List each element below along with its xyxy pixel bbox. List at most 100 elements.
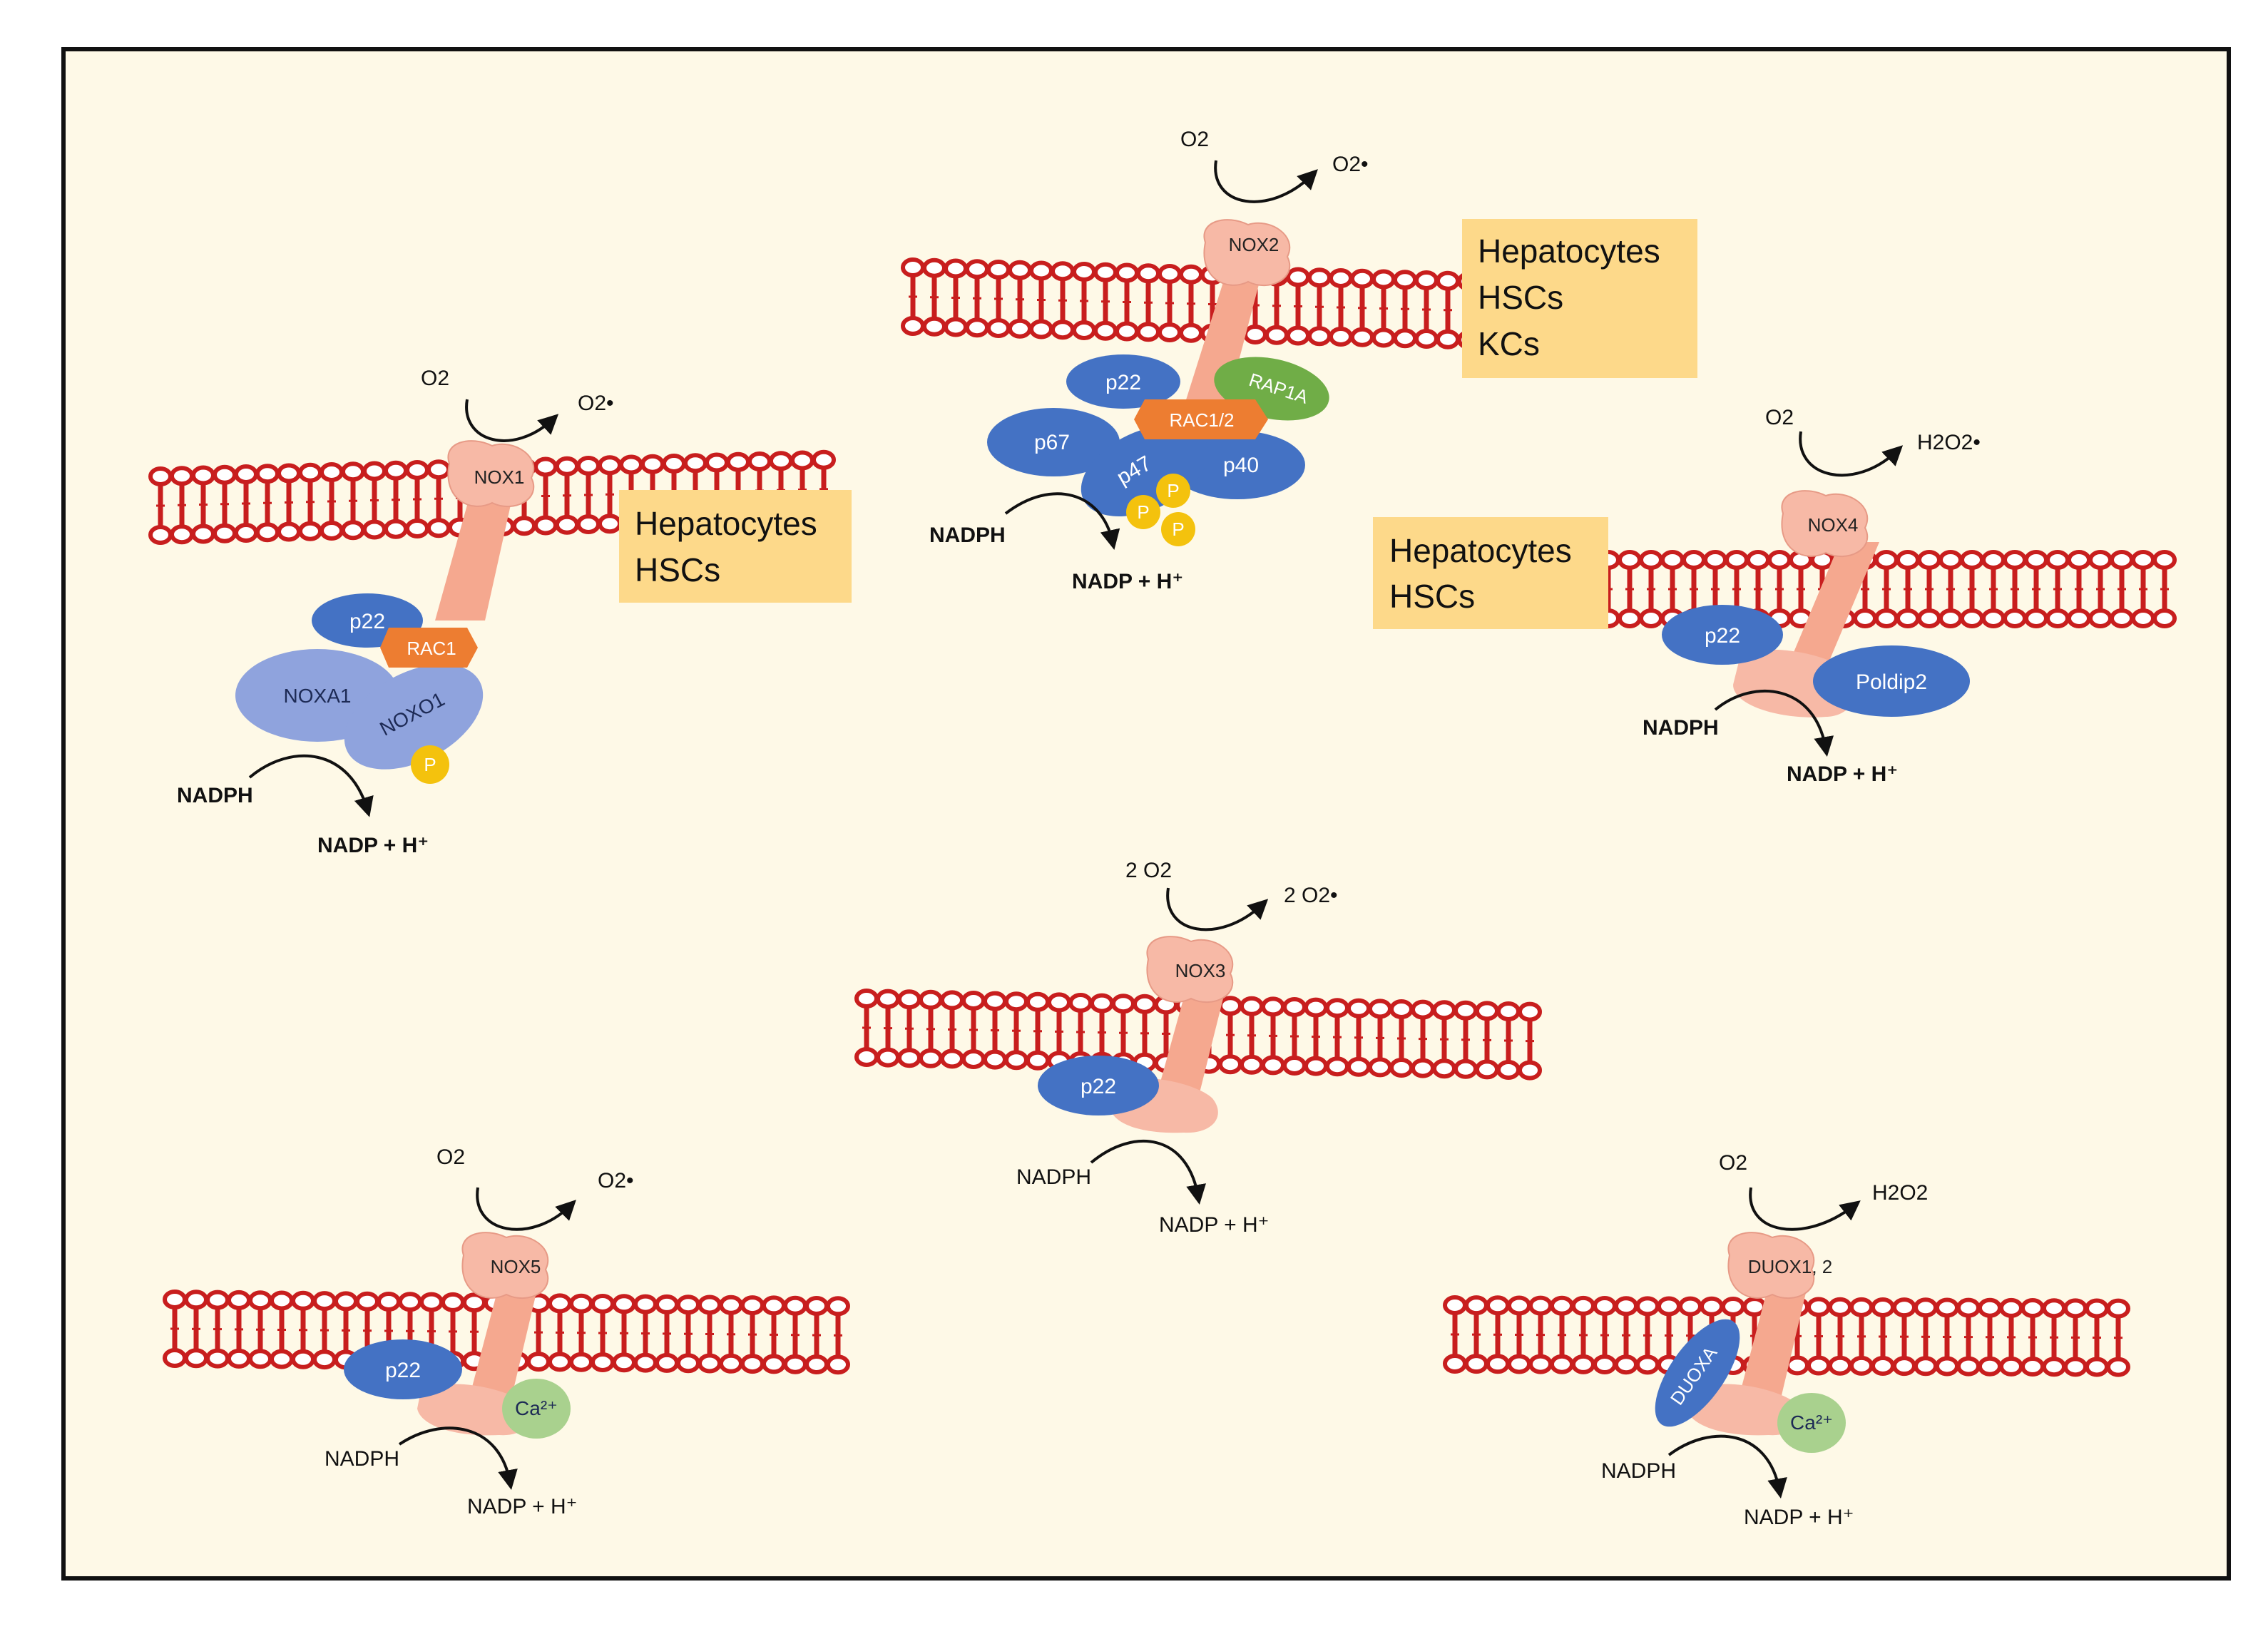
- nox1-o2: O2: [421, 367, 449, 390]
- nox2-nadph: NADPH: [929, 524, 1006, 547]
- nox3-complex: NOX3 2 O2 2 O2• p22 NADPH NADP + H⁺: [854, 859, 1542, 1237]
- duox-nadph-arrow: [1667, 1434, 1787, 1499]
- nox1-cell-2: HSCs: [635, 551, 720, 588]
- nox1-enzyme-body: [447, 440, 535, 507]
- nox2-phospho-1: [1156, 474, 1190, 508]
- nox4-cell-2: HSCs: [1389, 578, 1475, 615]
- nox3-p22: [1038, 1056, 1159, 1115]
- nox2-cell-box: [1462, 219, 1697, 378]
- nox1-nadph-arrow: [248, 754, 374, 817]
- nox3-nadph-arrow: [1090, 1140, 1206, 1205]
- nox4-nadp: NADP + H⁺: [1787, 762, 1898, 786]
- nox1-phospho-label: P: [424, 754, 436, 775]
- nox3-enzyme-label: NOX3: [1175, 960, 1226, 981]
- nox2-nadp: NADP + H⁺: [1072, 570, 1183, 593]
- nox2-phospho-2: [1126, 495, 1160, 529]
- nox4-p22: [1662, 605, 1783, 665]
- nox3-enzyme-body: [1146, 936, 1234, 1003]
- duox-nadph: NADPH: [1601, 1459, 1676, 1483]
- nox1-noxo1: [344, 664, 484, 770]
- nox2-p22-label: p22: [1105, 371, 1141, 394]
- nox3-p22-label: p22: [1081, 1075, 1116, 1098]
- nox5-nadp: NADP + H⁺: [467, 1495, 578, 1518]
- nox4-enzyme-body: [1781, 490, 1869, 557]
- nox1-rac-label: RAC1: [407, 638, 456, 659]
- nox3-nadp: NADP + H⁺: [1159, 1213, 1270, 1237]
- nox1-complex: NOX1 O2 O2• NOXA1 NOXO1 P p22 RAC1 NADPH…: [148, 367, 852, 857]
- nox5-o2-arrow: [476, 1187, 576, 1231]
- nox2-rac: [1134, 399, 1268, 439]
- duox-stalk: [1733, 1284, 1808, 1419]
- nox5-complex: NOX5 O2 O2• p22 Ca²⁺ NADPH NADP + H⁺: [163, 1145, 850, 1518]
- nox2-o2-product: O2•: [1332, 153, 1369, 176]
- duox-calcium: [1777, 1393, 1846, 1453]
- nox2-cell-2: HSCs: [1478, 279, 1563, 316]
- nox1-p22-label: p22: [349, 610, 385, 633]
- nox1-nadp: NADP + H⁺: [317, 834, 429, 857]
- nox5-calcium: [502, 1379, 571, 1439]
- nox2-rac-label: RAC1/2: [1169, 409, 1234, 431]
- nox4-poldip-label: Poldip2: [1856, 670, 1927, 694]
- nox4-p22-label: p22: [1705, 624, 1740, 648]
- nox4-o2-arrow: [1799, 431, 1904, 477]
- nox4-complex: NOX4 O2 H2O2• p22 Poldip2 NADPH NADP + H…: [1373, 406, 2177, 786]
- nox2-nadph-arrow: [1004, 492, 1120, 550]
- nox1-cell-box: [619, 490, 852, 603]
- nox3-o2: 2 O2: [1125, 859, 1172, 882]
- nox1-enzyme-label: NOX1: [474, 466, 525, 488]
- nox3-o2-product: 2 O2•: [1284, 884, 1338, 907]
- nox1-rac: [380, 628, 478, 668]
- duox-base: [1687, 1384, 1802, 1436]
- nox2-enzyme-label: NOX2: [1229, 234, 1279, 255]
- nox1-stalk: [435, 492, 514, 621]
- duox-duoxa: [1655, 1319, 1740, 1427]
- duox-complex: DUOX1, 2 O2 H2O2 DUOXA Ca²⁺ NADPH NADP +…: [1443, 1151, 2130, 1529]
- nox2-o2-arrow: [1214, 160, 1318, 203]
- nox1-cell-1: Hepatocytes: [635, 505, 817, 542]
- nox2-enzyme-body: [1203, 219, 1291, 286]
- duox-enzyme-body: [1727, 1232, 1815, 1299]
- nox1-noxa1-label: NOXA1: [284, 685, 352, 707]
- nox2-p40-label: p40: [1223, 454, 1259, 477]
- nox1-phospho: [411, 745, 449, 784]
- nox5-nadph: NADPH: [325, 1447, 399, 1471]
- nox2-phospho-1-label: P: [1167, 480, 1179, 501]
- nox2-complex: NOX2 O2 O2• RAP1A p22 p67 p40 p47 RAC1/2…: [901, 128, 1697, 593]
- nox4-poldip: [1813, 645, 1970, 717]
- nox5-nadph-arrow: [398, 1426, 518, 1491]
- duox-o2: O2: [1719, 1151, 1747, 1175]
- nox5-enzyme-body: [461, 1232, 549, 1299]
- nox2-phospho-3: [1161, 512, 1195, 546]
- duox-calcium-label: Ca²⁺: [1790, 1411, 1833, 1434]
- nox5-stalk: [464, 1284, 538, 1419]
- nox2-cell-1: Hepatocytes: [1478, 233, 1660, 270]
- nox2-p67-label: p67: [1034, 431, 1070, 454]
- nox3-o2-arrow: [1166, 887, 1269, 931]
- nox4-nadph-arrow: [1714, 689, 1834, 757]
- nox4-nadph: NADPH: [1643, 716, 1719, 740]
- nox4-enzyme-label: NOX4: [1808, 514, 1859, 536]
- nox1-o2-arrow: [465, 399, 559, 442]
- nox1-o2-product: O2•: [578, 392, 614, 415]
- nox1-nadph: NADPH: [177, 784, 253, 807]
- nox3-stalk: [1152, 984, 1227, 1113]
- duox-product: H2O2: [1872, 1181, 1928, 1205]
- nox2-phospho-3-label: P: [1172, 519, 1184, 540]
- nox4-cell-1: Hepatocytes: [1389, 532, 1572, 569]
- duox-o2-arrow: [1749, 1187, 1861, 1231]
- nox2-o2: O2: [1180, 128, 1209, 151]
- nox4-stalk: [1783, 542, 1879, 678]
- nox5-o2-product: O2•: [598, 1169, 634, 1193]
- nox5-p22-label: p22: [385, 1359, 421, 1382]
- nox5-p22: [344, 1339, 462, 1399]
- nox4-product: H2O2•: [1917, 431, 1981, 454]
- nox2-p22: [1066, 354, 1180, 409]
- nox5-enzyme-label: NOX5: [491, 1256, 541, 1277]
- nox2-phospho-2-label: P: [1137, 501, 1149, 523]
- nox2-cell-3: KCs: [1478, 325, 1540, 362]
- duox-enzyme-label: DUOX1, 2: [1748, 1256, 1833, 1277]
- nox4-cell-box: [1373, 517, 1608, 629]
- nox5-calcium-label: Ca²⁺: [515, 1397, 558, 1419]
- nox5-o2: O2: [436, 1145, 465, 1169]
